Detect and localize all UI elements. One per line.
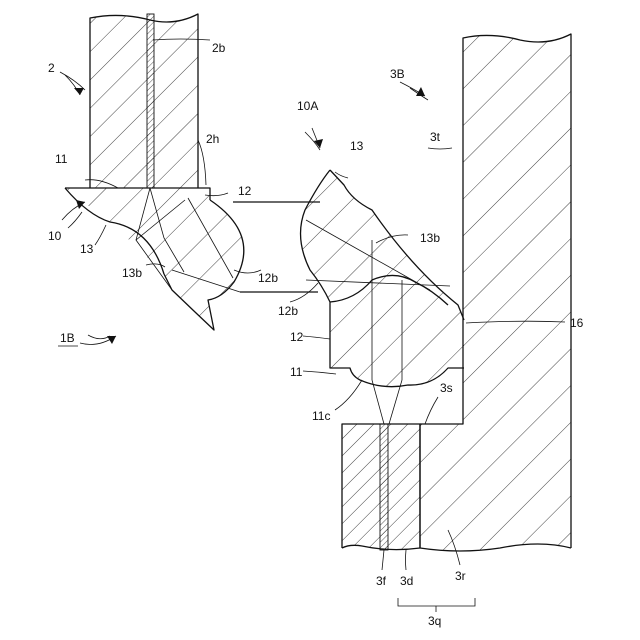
label-3t: 3t [430, 130, 441, 144]
label-11-left: 11 [55, 152, 68, 166]
label-10A: 10A [297, 99, 318, 113]
label-12-right: 12 [290, 330, 304, 344]
fiber-2 [90, 14, 198, 188]
label-3s: 3s [440, 381, 453, 395]
label-11c: 11c [312, 409, 330, 423]
label-10: 10 [48, 229, 62, 243]
label-13-right: 13 [350, 139, 364, 153]
label-11-right: 11 [290, 365, 303, 379]
label-3r: 3r [455, 569, 466, 583]
arrowhead-2 [74, 88, 84, 95]
label-1B: 1B [60, 331, 75, 345]
label-3f: 3f [376, 574, 387, 588]
label-2h: 2h [206, 132, 219, 146]
fiber-2-core [147, 14, 154, 188]
label-12-left: 12 [238, 184, 252, 198]
label-2b: 2b [212, 41, 226, 55]
label-13-left: 13 [80, 242, 94, 256]
label-13b-left: 13b [122, 266, 142, 280]
ferrule-3q [342, 424, 420, 550]
lens-element-10 [65, 188, 244, 330]
label-16: 16 [570, 316, 584, 330]
label-12b-left: 12b [258, 271, 278, 285]
label-3q: 3q [428, 614, 441, 628]
label-2: 2 [48, 61, 55, 75]
fiber-3f-core [380, 424, 388, 550]
label-12b-right: 12b [278, 304, 298, 318]
label-3d: 3d [400, 574, 413, 588]
label-3B: 3B [390, 67, 405, 81]
label-13b-right: 13b [420, 231, 440, 245]
